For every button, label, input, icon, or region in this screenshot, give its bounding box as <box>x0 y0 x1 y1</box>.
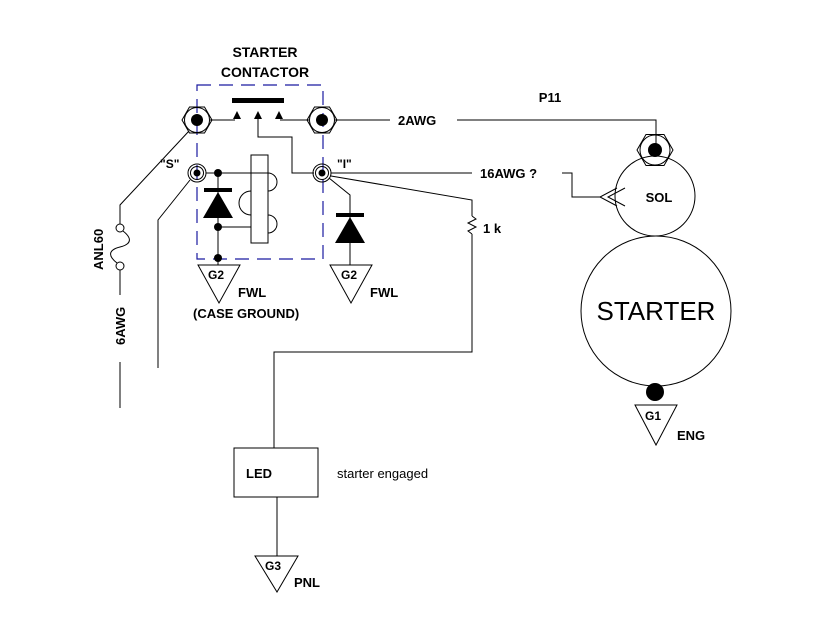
coil <box>250 154 269 244</box>
solenoid-terminal <box>636 134 674 166</box>
contact-points <box>233 111 283 119</box>
ground-g2-fwl-id: G2 <box>341 268 357 282</box>
coil-flyback-diode <box>203 188 233 218</box>
case-ground-note: (CASE GROUND) <box>193 306 299 321</box>
ground-g3 <box>254 555 299 593</box>
ground-g2-case <box>197 264 241 305</box>
resistor <box>466 215 478 235</box>
battery-terminal <box>181 106 213 134</box>
ground-g1-id: G1 <box>645 409 661 423</box>
feed-wire-label: 6AWG <box>113 307 128 345</box>
ground-g2-fwl-location: FWL <box>370 285 398 300</box>
contactor-title-line1: STARTER <box>232 44 297 60</box>
ground-g1-location: ENG <box>677 428 705 443</box>
solenoid-label: SOL <box>646 190 673 205</box>
ground-g3-id: G3 <box>265 559 281 573</box>
starter-label: STARTER <box>597 296 716 326</box>
anl60-fuse <box>110 223 130 271</box>
contact-bar <box>232 98 284 103</box>
fuse-label: ANL60 <box>91 229 106 270</box>
s-terminal-label: "S" <box>160 157 179 171</box>
s-terminal <box>187 163 207 183</box>
led-label: LED <box>246 466 272 481</box>
starter-terminal <box>306 106 338 134</box>
ground-g2-case-id: G2 <box>208 268 224 282</box>
resistor-value: 1 k <box>483 221 502 236</box>
plug-label: P11 <box>539 90 561 105</box>
i-terminal-label: "I" <box>337 157 352 171</box>
s-terminal-lead <box>157 179 191 368</box>
main-cable-label: 2AWG <box>398 113 436 128</box>
starter-ground-stud <box>646 383 664 401</box>
coil-winding <box>206 172 278 234</box>
i-terminal-diode <box>335 213 365 243</box>
ground-g2-fwl <box>329 264 373 305</box>
control-wire-label: 16AWG ? <box>480 166 537 181</box>
led-indicator <box>233 447 319 498</box>
contactor-title-line2: CONTACTOR <box>221 64 309 80</box>
ground-g2-case-location: FWL <box>238 285 266 300</box>
ground-g1 <box>634 404 678 447</box>
ground-g3-location: PNL <box>294 575 320 590</box>
led-description: starter engaged <box>337 466 428 481</box>
solenoid-connector <box>598 187 626 207</box>
i-terminal <box>312 163 332 183</box>
